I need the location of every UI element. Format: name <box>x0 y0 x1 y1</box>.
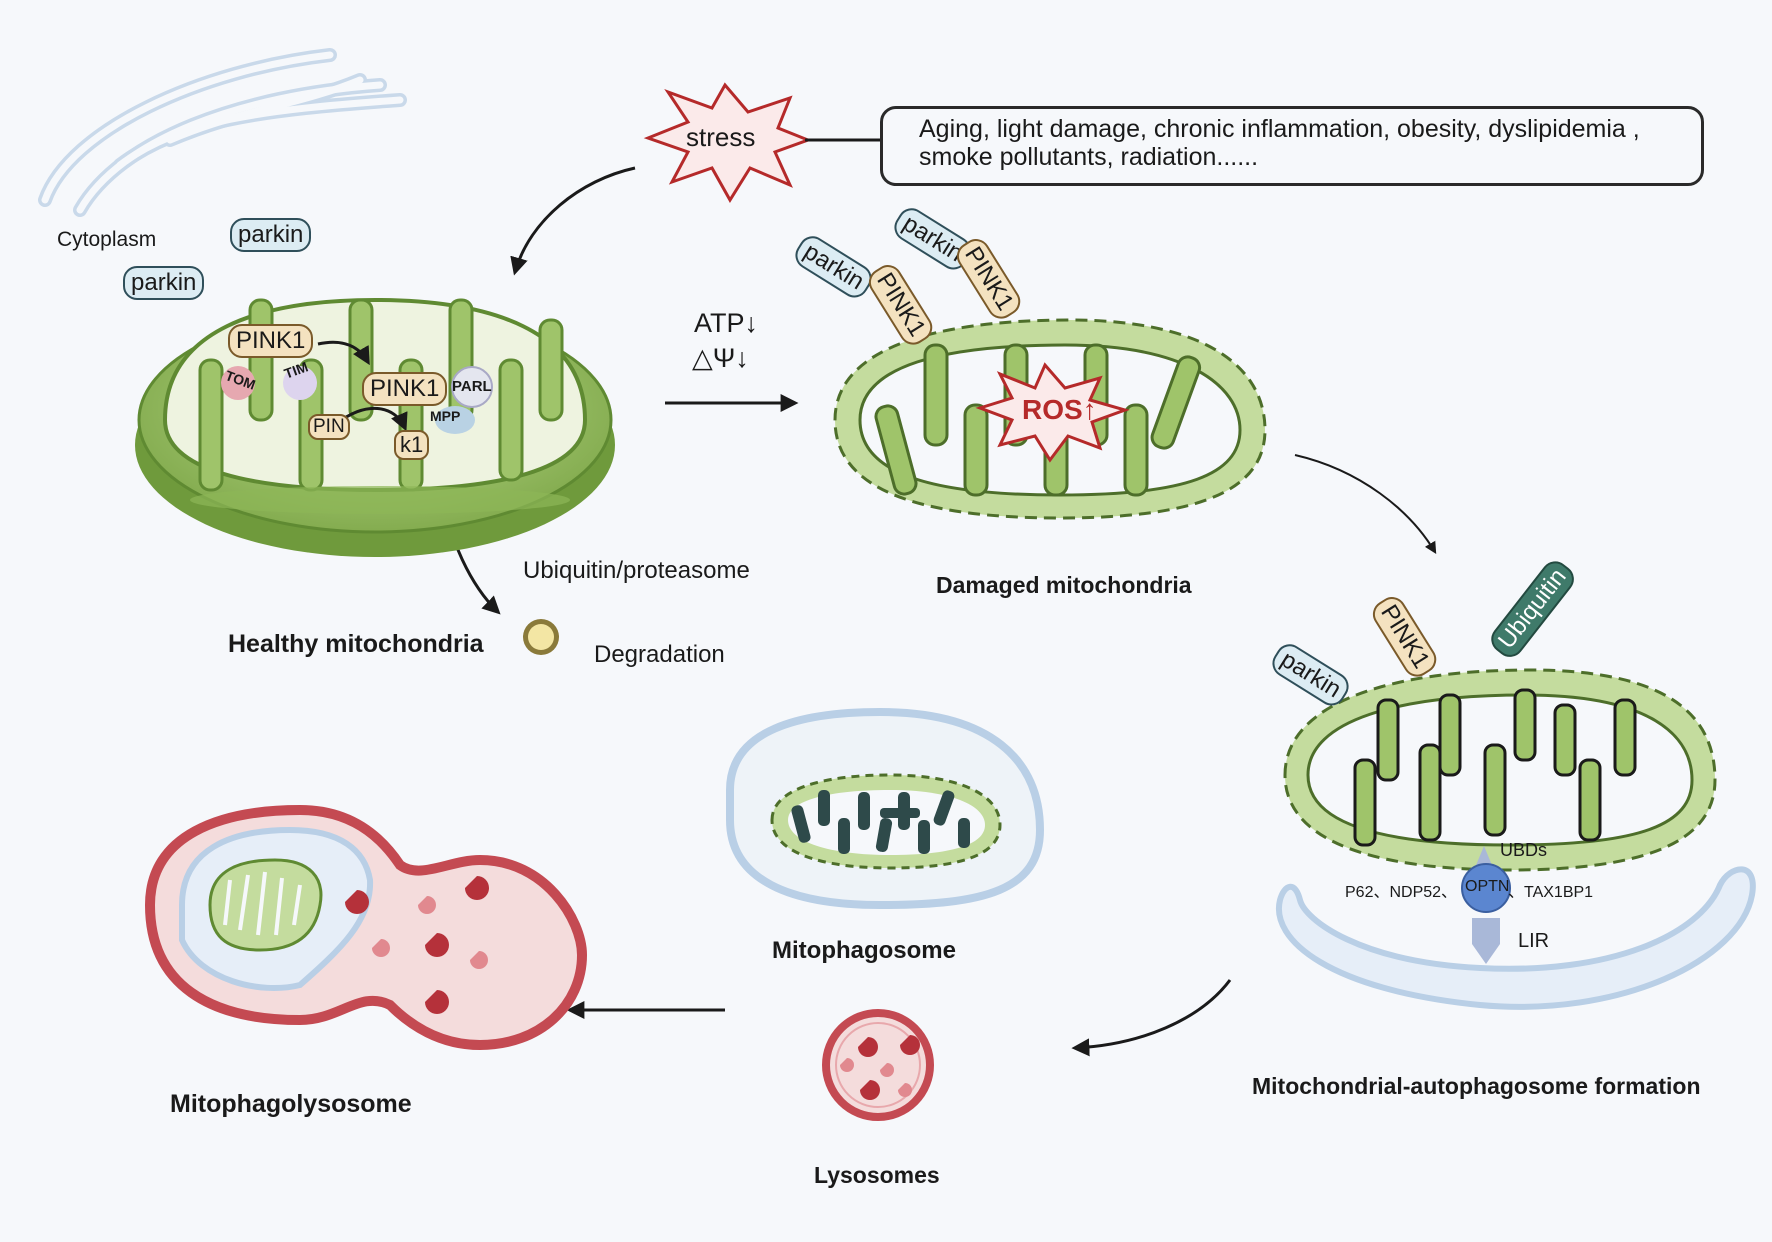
pink1-outer-label: PINK1 <box>228 324 314 358</box>
parl-label: PARL <box>452 378 492 395</box>
lir-label: LIR <box>1518 930 1550 952</box>
receptor-complex <box>1461 846 1511 964</box>
ros-increase-label: ROS↑ <box>1022 394 1097 425</box>
parkin-cytoplasm-2: parkin <box>123 266 205 300</box>
k1-label: k1 <box>394 430 430 460</box>
ubiquitin-proteasome-label: Ubiquitin/proteasome <box>523 557 750 584</box>
stress-causes-line2: smoke pollutants, radiation...... <box>919 143 1259 171</box>
mitophagosome <box>726 707 1045 910</box>
mitophagolysosome <box>144 804 588 1051</box>
receptors-left-label: P62、NDP52、 <box>1345 884 1458 901</box>
mitophagolysosome-title: Mitophagolysosome <box>170 1090 412 1118</box>
stress-label: stress <box>686 122 756 152</box>
arrow-formation-to-lysosome <box>1071 979 1232 1057</box>
formation-mitochondrion <box>1283 668 1717 872</box>
optn-circle <box>1461 863 1511 913</box>
arrow-stress-to-healthy <box>510 166 636 276</box>
lysosomes-title: Lysosomes <box>814 1162 940 1188</box>
membrane-potential-decrease-label: △Ψ↓ <box>692 343 749 373</box>
ubds-label: UBDs <box>1500 840 1548 860</box>
lysosome <box>822 1009 934 1121</box>
damaged-mitochondrion <box>833 318 1267 520</box>
arrow-damaged-to-formation <box>1294 454 1437 555</box>
cytoplasm-label: Cytoplasm <box>57 228 157 251</box>
healthy-mitochondria-title: Healthy mitochondria <box>228 630 484 658</box>
mpp-label: MPP <box>430 408 461 424</box>
phagophore-membrane <box>1275 866 1756 1010</box>
mpp-protein <box>435 406 475 434</box>
receptors-right-label: 、TAX1BP1 <box>1508 884 1594 901</box>
stress-causes-box: Aging, light damage, chronic inflammatio… <box>880 106 1704 186</box>
arrow-pink1-import <box>317 340 370 366</box>
mitophagosome-title: Mitophagosome <box>772 937 956 964</box>
healthy-mitochondrion <box>135 297 615 557</box>
stress-burst <box>643 82 813 203</box>
degradation-label: Degradation <box>594 641 725 668</box>
stress-causes-line1: Aging, light damage, chronic inflammatio… <box>919 115 1640 143</box>
pink1-inner-label: PINK1 <box>362 372 448 406</box>
parl-protein <box>451 366 493 408</box>
atp-decrease-label: ATP↓ <box>694 308 759 338</box>
mitochondrial-autophagosome-formation-title: Mitochondrial-autophagosome formation <box>1252 1073 1701 1099</box>
damaged-mitochondria-title: Damaged mitochondria <box>936 572 1192 598</box>
pin-label: PIN <box>308 414 350 440</box>
parkin-cytoplasm-1: parkin <box>230 218 312 252</box>
tim-protein <box>283 366 317 400</box>
proteasome-icon <box>523 619 559 655</box>
optn-label: OPTN <box>1465 878 1510 895</box>
tom-protein <box>221 366 255 400</box>
